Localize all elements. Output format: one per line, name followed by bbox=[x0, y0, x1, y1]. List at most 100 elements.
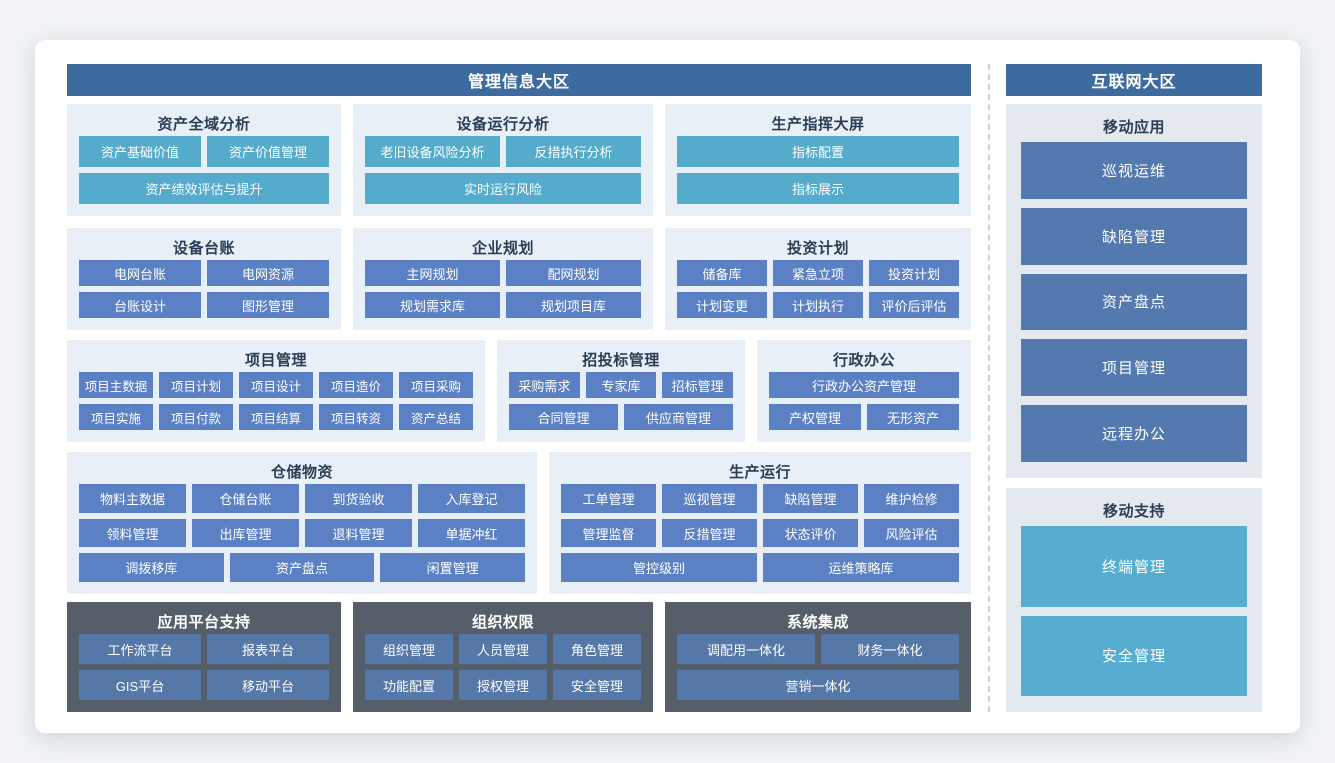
module-button[interactable]: 调拨移库 bbox=[79, 553, 224, 583]
module-button[interactable]: 供应商管理 bbox=[624, 404, 733, 430]
module-button[interactable]: 组织管理 bbox=[365, 634, 453, 664]
zone-management-info: 管理信息大区 资产全域分析 资产基础价值 资产价值管理 资产绩效评估与提升 设备… bbox=[67, 64, 971, 712]
module-button[interactable]: 资产基础价值 bbox=[79, 136, 201, 167]
module-button[interactable]: 老旧设备风险分析 bbox=[365, 136, 500, 167]
module-button[interactable]: 行政办公资产管理 bbox=[769, 372, 959, 398]
module-button[interactable]: 到货验收 bbox=[305, 484, 412, 513]
module-button[interactable]: 招标管理 bbox=[662, 372, 733, 398]
module-button[interactable]: 缺陷管理 bbox=[1021, 207, 1247, 265]
module-button[interactable]: 风险评估 bbox=[864, 518, 959, 548]
module-button[interactable]: 项目计划 bbox=[159, 372, 233, 398]
module-button[interactable]: 指标配置 bbox=[677, 136, 959, 167]
module-button[interactable]: 项目设计 bbox=[239, 372, 313, 398]
module-button[interactable]: 资产盘点 bbox=[1021, 273, 1247, 331]
section-org-permissions: 组织权限 组织管理 人员管理 角色管理 功能配置 授权管理 安全管理 bbox=[353, 602, 653, 712]
module-button[interactable]: 缺陷管理 bbox=[763, 484, 858, 513]
section-title: 应用平台支持 bbox=[157, 613, 251, 631]
module-button[interactable]: 工作流平台 bbox=[79, 634, 201, 664]
zone-header-management: 管理信息大区 bbox=[67, 64, 971, 96]
module-button[interactable]: 运维策略库 bbox=[763, 553, 959, 583]
module-button[interactable]: 管控级别 bbox=[561, 553, 757, 583]
module-button[interactable]: 功能配置 bbox=[365, 670, 453, 700]
section-title: 企业规划 bbox=[471, 239, 534, 257]
module-button[interactable]: 计划执行 bbox=[773, 292, 863, 318]
module-button[interactable]: 采购需求 bbox=[509, 372, 580, 398]
module-button[interactable]: 项目造价 bbox=[319, 372, 393, 398]
module-button[interactable]: 指标展示 bbox=[677, 173, 959, 204]
module-button[interactable]: 资产总结 bbox=[399, 404, 473, 430]
module-button[interactable]: 反措执行分析 bbox=[506, 136, 641, 167]
module-button[interactable]: 计划变更 bbox=[677, 292, 767, 318]
section-title: 生产运行 bbox=[728, 463, 791, 481]
module-button[interactable]: 单据冲红 bbox=[418, 518, 525, 548]
module-button[interactable]: GIS平台 bbox=[79, 670, 201, 700]
module-button[interactable]: 主网规划 bbox=[365, 260, 500, 286]
module-button[interactable]: 项目主数据 bbox=[79, 372, 153, 398]
module-button[interactable]: 入库登记 bbox=[418, 484, 525, 513]
zone-divider bbox=[988, 64, 990, 712]
section-title: 移动支持 bbox=[1102, 502, 1165, 520]
module-button[interactable]: 项目实施 bbox=[79, 404, 153, 430]
module-button[interactable]: 投资计划 bbox=[869, 260, 959, 286]
module-button[interactable]: 营销一体化 bbox=[677, 670, 959, 700]
module-button[interactable]: 项目结算 bbox=[239, 404, 313, 430]
module-button[interactable]: 紧急立项 bbox=[773, 260, 863, 286]
section-title: 投资计划 bbox=[786, 239, 849, 257]
module-button[interactable]: 资产价值管理 bbox=[207, 136, 329, 167]
module-button[interactable]: 项目采购 bbox=[399, 372, 473, 398]
module-button[interactable]: 反措管理 bbox=[662, 518, 757, 548]
module-button[interactable]: 调配用一体化 bbox=[677, 634, 815, 664]
module-button[interactable]: 项目管理 bbox=[1021, 339, 1247, 397]
row-platform-support: 应用平台支持 工作流平台 报表平台 GIS平台 移动平台 组织权限 组织 bbox=[67, 602, 971, 712]
module-button[interactable]: 安全管理 bbox=[553, 670, 641, 700]
module-button[interactable]: 角色管理 bbox=[553, 634, 641, 664]
module-button[interactable]: 项目付款 bbox=[159, 404, 233, 430]
module-button[interactable]: 财务一体化 bbox=[821, 634, 959, 664]
module-button[interactable]: 报表平台 bbox=[207, 634, 329, 664]
module-button[interactable]: 移动平台 bbox=[207, 670, 329, 700]
module-button[interactable]: 状态评价 bbox=[763, 518, 858, 548]
module-button[interactable]: 管理监督 bbox=[561, 518, 656, 548]
module-button[interactable]: 台账设计 bbox=[79, 292, 201, 318]
module-button[interactable]: 出库管理 bbox=[192, 518, 299, 548]
module-button[interactable]: 评价后评估 bbox=[869, 292, 959, 318]
module-button[interactable]: 图形管理 bbox=[207, 292, 329, 318]
module-button[interactable]: 资产绩效评估与提升 bbox=[79, 173, 329, 204]
module-button[interactable]: 专家库 bbox=[585, 372, 657, 398]
section-title: 资产全域分析 bbox=[157, 115, 251, 133]
module-button[interactable]: 合同管理 bbox=[509, 404, 618, 430]
section-mobile-apps: 移动应用 巡视运维 缺陷管理 资产盘点 项目管理 远程办公 bbox=[1006, 104, 1262, 478]
module-button[interactable]: 巡视管理 bbox=[662, 484, 757, 513]
module-button[interactable]: 电网台账 bbox=[79, 260, 201, 286]
zone-internet: 互联网大区 移动应用 巡视运维 缺陷管理 资产盘点 项目管理 远程办公 移动支持… bbox=[1006, 64, 1262, 712]
section-title: 设备台账 bbox=[172, 239, 235, 257]
module-button[interactable]: 远程办公 bbox=[1021, 405, 1247, 462]
section-title: 系统集成 bbox=[786, 613, 849, 631]
module-button[interactable]: 电网资源 bbox=[207, 260, 329, 286]
module-button[interactable]: 无形资产 bbox=[867, 404, 959, 430]
module-button[interactable]: 工单管理 bbox=[561, 484, 656, 513]
module-button[interactable]: 授权管理 bbox=[459, 670, 547, 700]
module-button[interactable]: 闲置管理 bbox=[380, 553, 525, 583]
module-button[interactable]: 终端管理 bbox=[1021, 526, 1247, 607]
module-button[interactable]: 退料管理 bbox=[305, 518, 412, 548]
architecture-card: 管理信息大区 资产全域分析 资产基础价值 资产价值管理 资产绩效评估与提升 设备… bbox=[35, 40, 1300, 733]
module-button[interactable]: 实时运行风险 bbox=[365, 173, 641, 204]
module-button[interactable]: 规划需求库 bbox=[365, 292, 500, 318]
module-button[interactable]: 领料管理 bbox=[79, 518, 186, 548]
module-button[interactable]: 储备库 bbox=[677, 260, 767, 286]
module-button[interactable]: 产权管理 bbox=[769, 404, 861, 430]
row-project-bidding: 项目管理 项目主数据 项目计划 项目设计 项目造价 项目采购 项目实施 项目付款… bbox=[67, 340, 971, 442]
module-button[interactable]: 物料主数据 bbox=[79, 484, 186, 513]
module-button[interactable]: 人员管理 bbox=[459, 634, 547, 664]
section-asset-global-analysis: 资产全域分析 资产基础价值 资产价值管理 资产绩效评估与提升 bbox=[67, 104, 341, 216]
module-button[interactable]: 巡视运维 bbox=[1021, 142, 1247, 199]
module-button[interactable]: 项目转资 bbox=[319, 404, 393, 430]
module-button[interactable]: 配网规划 bbox=[506, 260, 641, 286]
module-button[interactable]: 维护检修 bbox=[864, 484, 959, 513]
module-button[interactable]: 安全管理 bbox=[1021, 615, 1247, 696]
module-button[interactable]: 资产盘点 bbox=[229, 553, 375, 583]
module-button[interactable]: 仓储台账 bbox=[192, 484, 299, 513]
section-title: 组织权限 bbox=[471, 613, 534, 631]
module-button[interactable]: 规划项目库 bbox=[506, 292, 641, 318]
